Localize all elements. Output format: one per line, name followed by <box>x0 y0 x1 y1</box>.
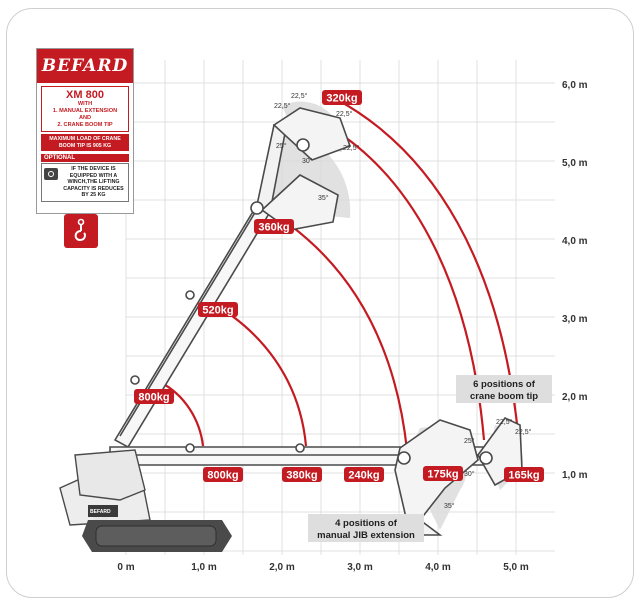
hook-icon <box>64 214 98 248</box>
load-horiz-tip: 165kg <box>508 470 539 482</box>
y-tick-2: 2,0 m <box>562 392 588 403</box>
max-load-note: MAXIMUM LOAD OF CRANE BOOM TIP IS 905 KG <box>41 134 129 151</box>
model-line-3: AND <box>78 115 92 121</box>
angle-labels: 22,5° 22,5° 22,5° 22,5° 25° 30° 35° 22,5… <box>274 92 532 510</box>
angle-top-3: 22,5° <box>336 110 353 118</box>
load-horiz-jib: 175kg <box>427 469 458 481</box>
angle-top-25: 25° <box>276 142 287 150</box>
angle-top-30: 30° <box>302 157 313 165</box>
machine-body: BEFARD XM 800 <box>59 449 232 552</box>
x-tick-0: 0 m <box>117 562 134 573</box>
optional-label: OPTIONAL <box>41 154 129 162</box>
svg-text:6 positions of: 6 positions of <box>473 379 536 390</box>
load-mid-boom: 520kg <box>202 305 233 317</box>
angle-top-35: 35° <box>318 194 329 202</box>
svg-text:4 positions of: 4 positions of <box>335 518 398 529</box>
load-badge-low-boom <box>134 389 174 404</box>
load-badge-horiz-jib <box>423 466 463 481</box>
y-tick-4: 4,0 m <box>562 236 588 247</box>
x-tick-3: 3,0 m <box>347 562 373 573</box>
model-line-4: 2. CRANE BOOM TIP <box>57 122 113 128</box>
y-tick-1: 1,0 m <box>562 470 588 481</box>
load-badge-horiz-tip <box>504 467 544 482</box>
x-tick-4: 4,0 m <box>425 562 451 573</box>
jib-note: 4 positions of manual JIB extension <box>308 514 424 542</box>
load-labels: 320kg 360kg 520kg 800kg 800kg 380kg 240k… <box>134 90 544 482</box>
machine-model-label: XM 800 <box>93 516 109 521</box>
svg-text:crane boom tip: crane boom tip <box>470 391 538 402</box>
y-tick-5: 5,0 m <box>562 158 588 169</box>
crane-tip-note: 6 positions of crane boom tip <box>456 375 552 403</box>
load-badge-top-tip <box>322 90 362 105</box>
winch-note: IF THE DEVICE IS EQUIPPED WITH A WINCH,T… <box>63 166 124 198</box>
spec-panel: BEFARD XM 800 WITH 1. MANUAL EXTENSION A… <box>36 48 134 214</box>
boom-structure <box>109 107 523 536</box>
angle-top-1: 22,5° <box>291 92 308 100</box>
y-tick-6: 6,0 m <box>562 80 588 91</box>
y-axis-labels: 1,0 m 2,0 m 3,0 m 4,0 m 5,0 m 6,0 m <box>562 80 588 481</box>
load-badge-horiz-3 <box>344 467 384 482</box>
brand-logo: BEFARD <box>37 49 133 83</box>
model-title: XM 800 <box>66 89 104 101</box>
y-tick-3: 3,0 m <box>562 314 588 325</box>
model-block: XM 800 WITH 1. MANUAL EXTENSION AND 2. C… <box>41 86 129 132</box>
angle-bot-2: 22,5° <box>515 428 532 436</box>
model-line-2: 1. MANUAL EXTENSION <box>52 108 118 114</box>
load-badge-mid-boom <box>198 302 238 317</box>
angle-bot-1: 22,5° <box>496 418 513 426</box>
angle-bot-30: 30° <box>464 470 475 478</box>
winch-icon <box>44 168 58 180</box>
angle-bot-35: 35° <box>444 502 455 510</box>
load-top-jib: 360kg <box>258 222 289 234</box>
angle-bot-25: 25° <box>464 437 475 445</box>
load-badge-horiz-1 <box>203 467 243 482</box>
angle-top-2: 22,5° <box>274 102 291 110</box>
load-top-tip: 320kg <box>326 93 357 105</box>
load-horiz-2: 380kg <box>286 470 317 482</box>
load-badge-horiz-2 <box>282 467 322 482</box>
machine-brand-label: BEFARD <box>90 509 111 515</box>
load-horiz-1: 800kg <box>207 470 238 482</box>
angle-top-4: 22,5° <box>343 144 360 152</box>
x-tick-1: 1,0 m <box>191 562 217 573</box>
svg-text:manual JIB extension: manual JIB extension <box>317 530 415 541</box>
model-line-1: WITH <box>77 101 93 107</box>
x-tick-5: 5,0 m <box>503 562 529 573</box>
x-tick-2: 2,0 m <box>269 562 295 573</box>
load-low-boom: 800kg <box>138 392 169 404</box>
optional-box: IF THE DEVICE IS EQUIPPED WITH A WINCH,T… <box>41 163 129 202</box>
x-axis-labels: 0 m 1,0 m 2,0 m 3,0 m 4,0 m 5,0 m <box>117 562 529 573</box>
load-badge-top-jib <box>254 219 294 234</box>
load-horiz-3: 240kg <box>348 470 379 482</box>
brand-name: BEFARD <box>41 56 129 76</box>
